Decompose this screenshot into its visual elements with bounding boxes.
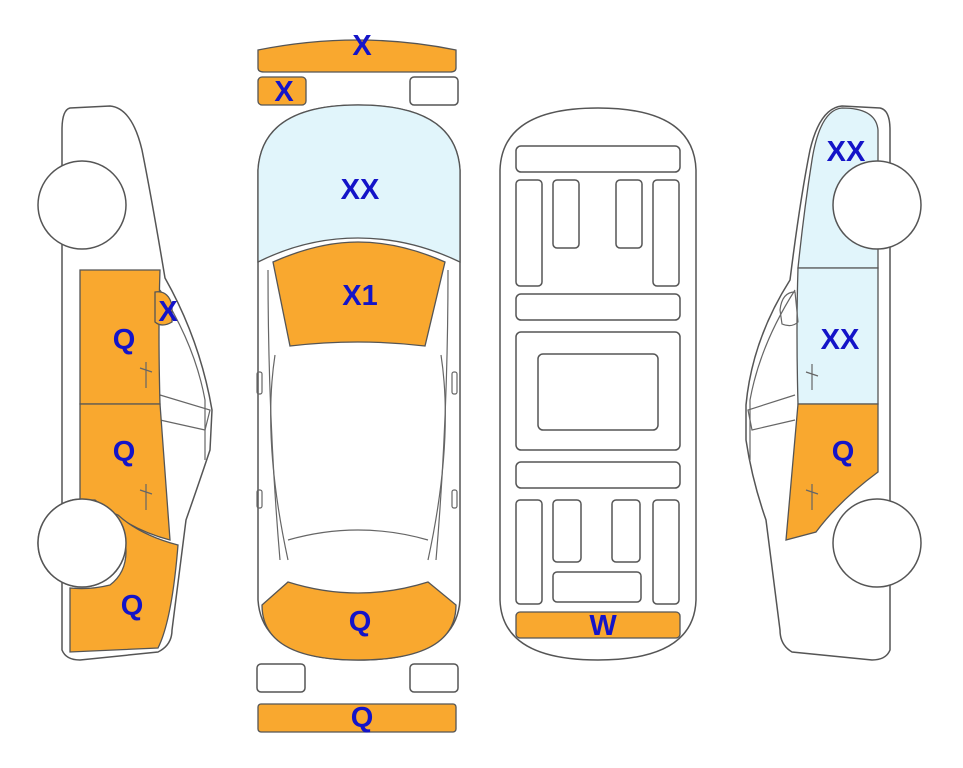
windshield-shape [257, 104, 461, 264]
left-rear-door-handle [139, 484, 153, 510]
label-left-mirror: X [158, 296, 178, 328]
right-front-door-handle [805, 364, 819, 390]
floor-rear-bar [515, 461, 681, 489]
floor-rear-block [552, 571, 642, 603]
label-right-front-door: XX [821, 324, 860, 356]
floor-front-bar [515, 145, 681, 173]
label-left-rear-quarter: Q [121, 590, 144, 622]
floor-center-block [537, 353, 659, 431]
left-handle-top [256, 489, 263, 509]
floor-right-slot-rear [611, 499, 641, 563]
floor-right-rail-rear [652, 499, 680, 605]
label-right-front-glass: XX [827, 136, 866, 168]
label-left-rear-door: Q [113, 436, 136, 468]
left-rear-wheel-top [37, 498, 127, 588]
cabin-rear-line [287, 529, 429, 541]
right-rear-door-shape [785, 403, 879, 541]
floor-left-slot-front [552, 179, 580, 249]
cabin-left-line-2 [270, 354, 289, 561]
label-floor-rear-panel: W [589, 610, 617, 642]
label-left-front-door: Q [113, 324, 136, 356]
hood-shape [272, 241, 446, 347]
floor-left-rail-front [515, 179, 543, 287]
floor-left-rail-rear [515, 499, 543, 605]
right-handle-top [451, 489, 458, 509]
left-mirror-top [256, 371, 263, 395]
label-rear-bumper: Q [351, 702, 374, 734]
underbody-view [499, 107, 697, 661]
right-side-view [745, 105, 922, 661]
damage-labels: X X XX X1 Q Q X Q Q Q XX XX Q W [113, 30, 866, 734]
left-side-view [37, 105, 213, 661]
floor-left-slot-rear [552, 499, 582, 563]
left-mirror-shape [154, 291, 173, 326]
label-hood: X1 [342, 280, 377, 312]
right-rear-wheel [832, 498, 922, 588]
right-rear-door-handle [805, 484, 819, 510]
trunk-lid-shape [261, 581, 457, 661]
right-mirror-top [451, 371, 458, 395]
top-view [256, 39, 461, 733]
rear-bumper-shape [257, 703, 457, 733]
right-headlight-shape [409, 76, 459, 106]
label-front-bumper: X [352, 30, 372, 62]
right-taillight-shape [409, 663, 459, 693]
left-headlight-shape [257, 76, 307, 106]
label-windshield: XX [341, 174, 380, 206]
left-side-window-line-2 [159, 394, 211, 431]
right-side-window-line-2 [747, 394, 796, 431]
left-front-door-handle [139, 362, 153, 388]
cabin-right-line-2 [427, 354, 446, 561]
front-bumper-shape [257, 39, 457, 73]
label-trunk-lid: Q [349, 606, 372, 638]
floor-right-slot-front [615, 179, 643, 249]
right-mirror-outline [779, 291, 799, 327]
label-right-rear-door: Q [832, 436, 855, 468]
floor-right-rail-front [652, 179, 680, 287]
right-front-wheel [832, 160, 922, 250]
floor-mid-bar [515, 293, 681, 321]
right-side-window-line [749, 289, 796, 460]
label-left-headlight: X [274, 76, 294, 108]
floor-rear-panel-shape [515, 611, 681, 639]
left-taillight-shape [256, 663, 306, 693]
left-front-wheel [37, 160, 127, 250]
